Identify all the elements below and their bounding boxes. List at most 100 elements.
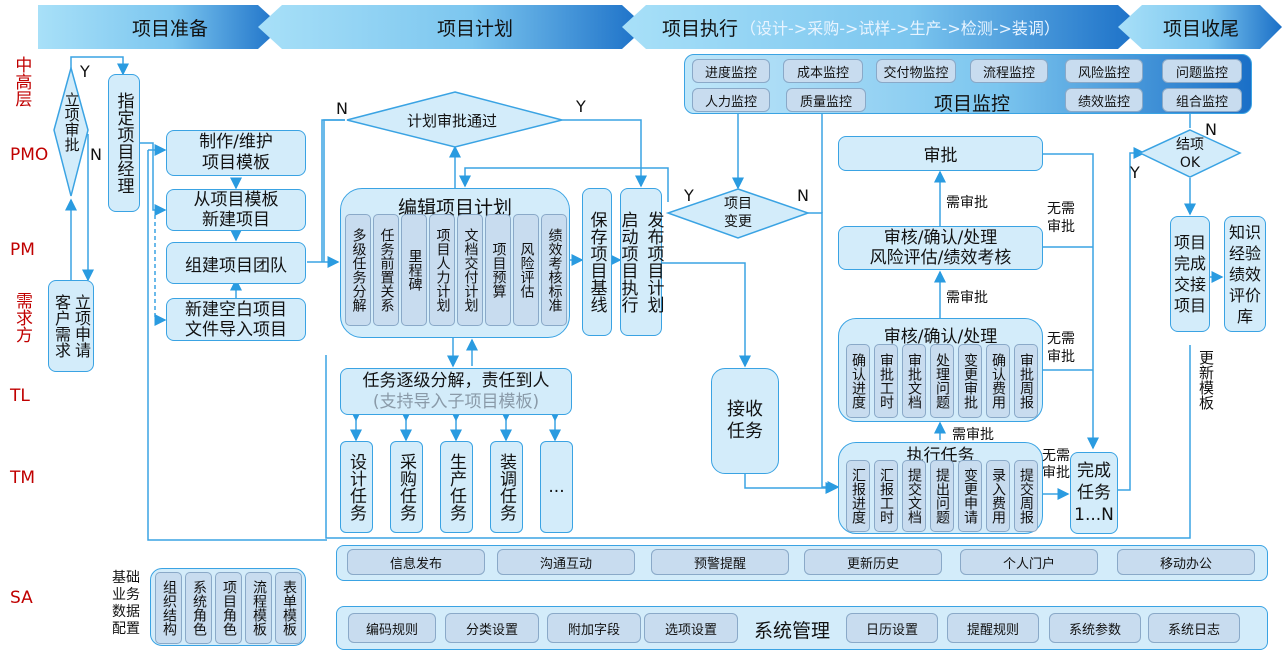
decision-approve-project <box>53 65 89 197</box>
base-config-item-text: 表单模板 <box>281 580 297 636</box>
publish-plan-box[interactable]: 启动项目执行 发布项目计划 <box>618 188 664 336</box>
review-item[interactable]: 审批周报 <box>1014 344 1038 418</box>
edit-plan-title: 编辑项目计划 <box>397 197 512 219</box>
portal-item[interactable]: 更新历史 <box>804 549 942 575</box>
yes-label: Y <box>684 186 694 205</box>
publish-text-left: 发布项目计划 <box>643 211 664 313</box>
execute-item-text: 汇报工时 <box>878 468 894 524</box>
monitor-item[interactable]: 交付物监控 <box>876 59 956 83</box>
monitor-item[interactable]: 绩效监控 <box>1065 88 1143 112</box>
system-item[interactable]: 系统日志 <box>1148 613 1240 643</box>
execute-item[interactable]: 汇报工时 <box>874 460 898 532</box>
portal-item[interactable]: 预警提醒 <box>651 549 789 575</box>
review-item-text: 审批周报 <box>1018 353 1034 409</box>
task-box[interactable]: ... <box>540 441 573 533</box>
execute-item[interactable]: 提出问题 <box>930 460 954 532</box>
base-config-item[interactable]: 系统角色 <box>185 572 212 644</box>
task-box[interactable]: 生产任务 <box>440 441 473 533</box>
decision-project-change-label: 项目变更 <box>724 196 752 230</box>
base-config-item[interactable]: 组织结构 <box>155 572 182 644</box>
knowledge-base-box[interactable]: 知识经验绩效评价库 <box>1224 216 1266 332</box>
phase-label: 项目收尾 <box>1162 17 1239 40</box>
monitor-item[interactable]: 人力监控 <box>692 88 770 112</box>
task-box[interactable]: 采购任务 <box>390 441 423 533</box>
review-item[interactable]: 审批工时 <box>874 344 898 418</box>
build-team-box[interactable]: 组建项目团队 <box>166 242 306 284</box>
role-tm: TM <box>10 468 36 488</box>
task-box[interactable]: 设计任务 <box>340 441 373 533</box>
execute-item[interactable]: 汇报进度 <box>846 460 870 532</box>
portal-item[interactable]: 沟通互动 <box>497 549 635 575</box>
portal-item[interactable]: 信息发布 <box>347 549 485 575</box>
base-config-item-text: 流程模板 <box>251 580 267 636</box>
save-baseline-box[interactable]: 保存项目基线 <box>582 188 612 336</box>
edit-plan-item[interactable]: 项目预算 <box>485 214 511 326</box>
approve-box[interactable]: 审批 <box>838 136 1043 171</box>
review-risk-box[interactable]: 审核/确认/处理 风险评估/绩效考核 <box>838 226 1043 270</box>
receive-task-box[interactable]: 接收任务 <box>711 368 779 474</box>
phase-label: 项目执行 <box>662 17 739 40</box>
monitor-item[interactable]: 质量监控 <box>786 88 866 112</box>
maintain-template-box[interactable]: 制作/维护 项目模板 <box>166 130 306 176</box>
review-item[interactable]: 确认费用 <box>986 344 1010 418</box>
phase-sublabel: （设计->采购->试样->生产->检测->装调） <box>740 19 1060 38</box>
monitor-item[interactable]: 风险监控 <box>1065 59 1143 83</box>
no-label: N <box>336 99 348 118</box>
phase-label: 项目准备 <box>131 17 208 40</box>
client-request-box[interactable]: 客户需求立项申请 <box>48 280 94 372</box>
new-blank-project-box[interactable]: 新建空白项目 文件导入项目 <box>166 298 306 341</box>
monitor-item[interactable]: 问题监控 <box>1162 59 1242 83</box>
edit-plan-item[interactable]: 任务前置关系 <box>373 214 399 326</box>
system-item[interactable]: 附加字段 <box>547 613 641 643</box>
monitor-item[interactable]: 成本监控 <box>783 59 863 83</box>
phase-arrow-exec <box>622 5 1142 49</box>
role-pmo: PMO <box>10 145 49 165</box>
execute-item[interactable]: 录入费用 <box>986 460 1010 532</box>
base-config-label: 基础业务数据配置 <box>112 570 140 637</box>
system-item[interactable]: 编码规则 <box>348 613 436 643</box>
monitor-item[interactable]: 进度监控 <box>692 59 770 83</box>
edit-plan-item[interactable]: 里程碑 <box>401 214 427 326</box>
review-item[interactable]: 审批文档 <box>902 344 926 418</box>
review-item-text: 审批工时 <box>878 353 894 409</box>
monitor-item[interactable]: 组合监控 <box>1162 88 1242 112</box>
review-item[interactable]: 变更审批 <box>958 344 982 418</box>
edit-plan-item[interactable]: 多级任务分解 <box>345 214 371 326</box>
assign-pm-box[interactable]: 指定项目经理 <box>108 74 140 212</box>
need-approval-label: 需审批 <box>946 195 988 211</box>
execute-item[interactable]: 提交文档 <box>902 460 926 532</box>
review-item[interactable]: 确认进度 <box>846 344 870 418</box>
handover-box[interactable]: 项目完成交接项目 <box>1170 216 1210 332</box>
base-config-item[interactable]: 流程模板 <box>245 572 272 644</box>
portal-item[interactable]: 移动办公 <box>1117 549 1255 575</box>
complete-task-box[interactable]: 完成任务1...N <box>1070 452 1118 534</box>
review-item[interactable]: 处理问题 <box>930 344 954 418</box>
complete-task-text: 完成任务1...N <box>1074 461 1114 525</box>
task-breakdown-box[interactable]: 任务逐级分解，责任到人 (支持导入子项目模板) <box>340 368 572 415</box>
yes-label: Y <box>576 97 586 116</box>
system-item[interactable]: 提醒规则 <box>947 613 1039 643</box>
portal-item[interactable]: 个人门户 <box>960 549 1098 575</box>
edit-plan-item[interactable]: 绩效考核标准 <box>541 214 567 326</box>
edit-plan-item-text: 多级任务分解 <box>350 228 367 312</box>
execute-item[interactable]: 变更申请 <box>958 460 982 532</box>
edit-plan-item[interactable]: 项目人力计划 <box>429 214 455 326</box>
system-title: 系统管理 <box>754 620 831 642</box>
system-item[interactable]: 选项设置 <box>644 613 738 643</box>
monitor-item[interactable]: 流程监控 <box>970 59 1048 83</box>
system-item[interactable]: 系统参数 <box>1049 613 1141 643</box>
execute-item[interactable]: 提交周报 <box>1014 460 1038 532</box>
base-config-item-text: 组织结构 <box>161 580 177 636</box>
base-config-item-text: 系统角色 <box>191 580 207 636</box>
base-config-item[interactable]: 项目角色 <box>215 572 242 644</box>
review-title: 审核/确认/处理 <box>883 327 998 347</box>
system-item[interactable]: 日历设置 <box>846 613 938 643</box>
system-item[interactable]: 分类设置 <box>445 613 539 643</box>
task-box[interactable]: 装调任务 <box>490 441 523 533</box>
base-config-item[interactable]: 表单模板 <box>275 572 302 644</box>
edit-plan-item[interactable]: 文档交付计划 <box>457 214 483 326</box>
edit-plan-item[interactable]: 风险评估 <box>513 214 539 326</box>
new-from-template-box[interactable]: 从项目模板 新建项目 <box>166 189 306 231</box>
phase-exec: 项目执行（设计->采购->试样->生产->检测->装调） <box>662 5 1102 49</box>
